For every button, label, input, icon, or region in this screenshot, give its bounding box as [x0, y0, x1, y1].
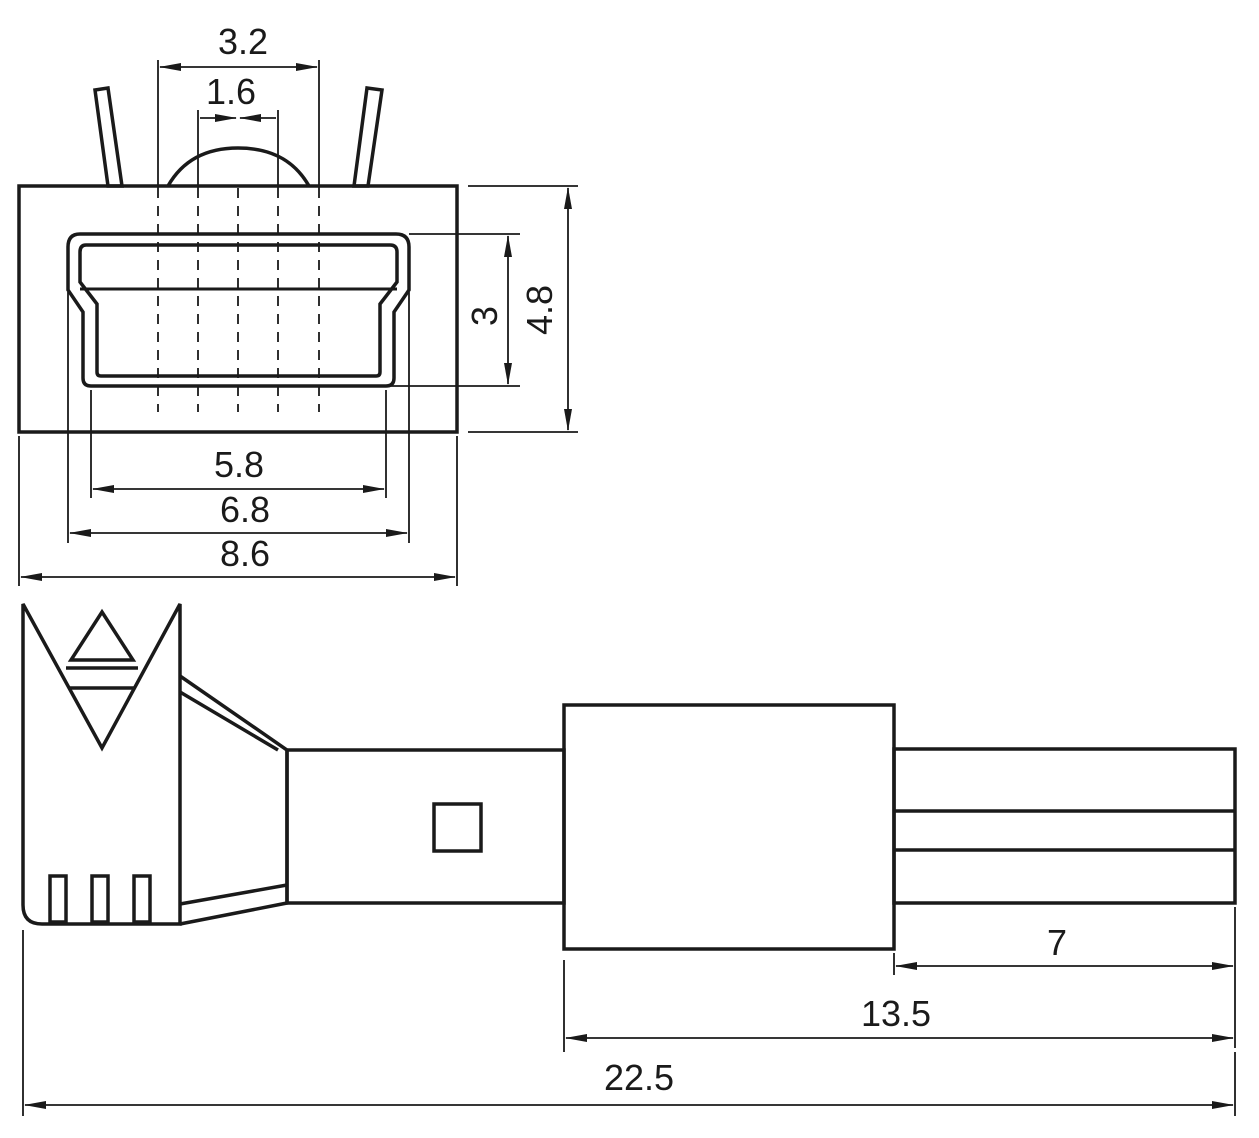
housing-front [17, 184, 459, 434]
cable-section [285, 748, 566, 905]
dome [166, 146, 311, 187]
dim-label-3: 3 [464, 306, 505, 326]
dim-label-22-5: 22.5 [604, 1057, 674, 1098]
connector-head [21, 603, 182, 926]
plug-end [892, 747, 1237, 905]
grip-slot [90, 874, 110, 924]
left-pin [93, 86, 125, 188]
dim-label-4-8: 4.8 [519, 285, 560, 335]
front-view: 3.2 1.6 3 4.8 5.8 6.8 8.6 [17, 21, 578, 586]
grip-slot [132, 874, 152, 924]
dim-label-13-5: 13.5 [861, 993, 931, 1034]
lock-window [432, 802, 483, 853]
dim-label-7: 7 [1047, 922, 1067, 963]
dim-label-1-6: 1.6 [206, 71, 256, 112]
dim-label-6-8: 6.8 [220, 489, 270, 530]
ferrite-block [562, 703, 896, 951]
dim-label-5-8: 5.8 [214, 444, 264, 485]
shell-inner [78, 243, 399, 378]
grip-slot [48, 874, 68, 924]
dim-label-3-2: 3.2 [218, 21, 268, 62]
strain-relief-inner [179, 690, 288, 906]
shell-outer [66, 232, 411, 388]
side-view: 7 13.5 22.5 [21, 603, 1237, 1116]
dim-label-8-6: 8.6 [220, 533, 270, 574]
triangle-mark [67, 608, 137, 662]
right-pin [352, 86, 384, 188]
